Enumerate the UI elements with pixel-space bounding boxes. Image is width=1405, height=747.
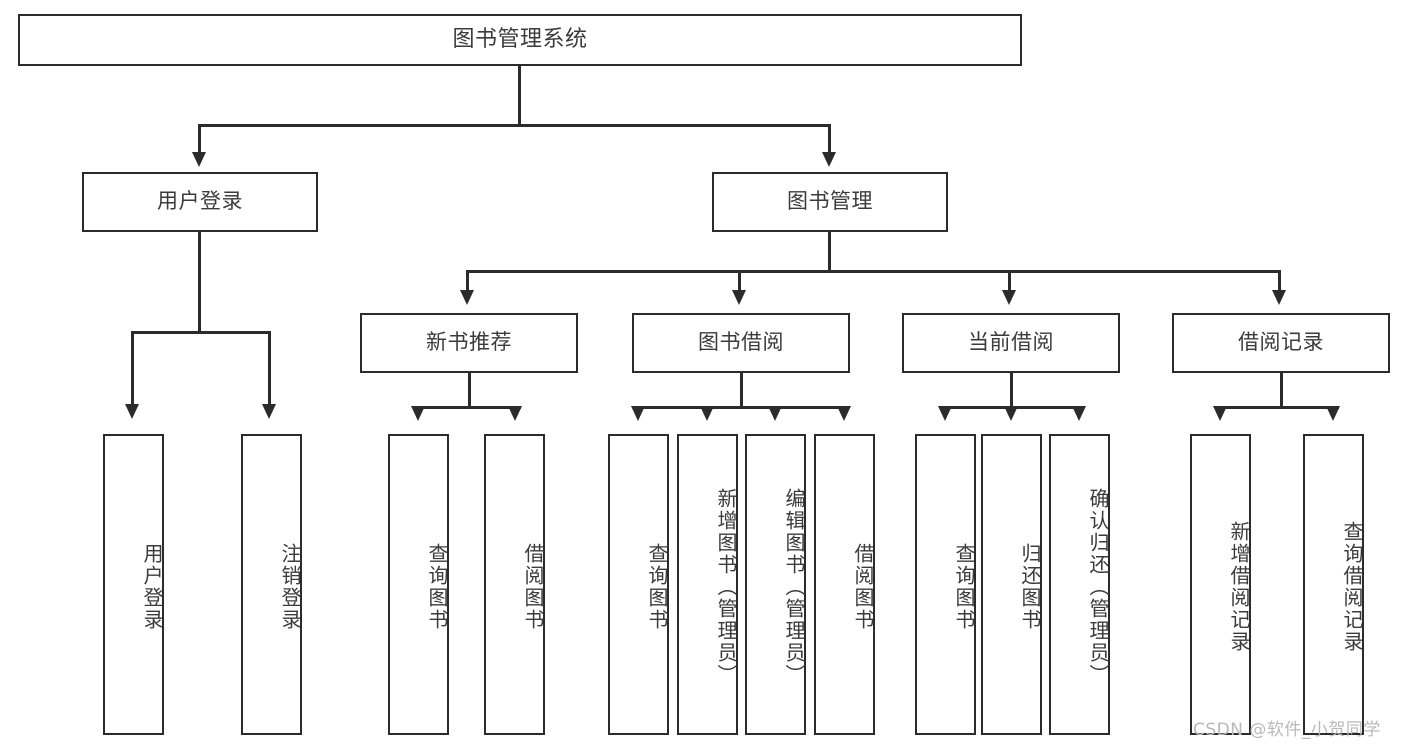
leaf-new-book-borrow[interactable]: 借阅图书 (484, 434, 545, 735)
node-label: 新增借阅记录 (1227, 520, 1251, 653)
node-label: 新书推荐 (426, 330, 512, 355)
node-user-login[interactable]: 用户登录 (82, 172, 318, 232)
leaf-record-query[interactable]: 查询借阅记录 (1303, 434, 1364, 735)
arrow-book-manage-to-borrow-record (1272, 290, 1286, 305)
arrow-book-manage-to-book-borrow (732, 290, 746, 305)
arrow-book-borrow-to-leaf-2 (700, 406, 714, 421)
arrow-current-borrow-to-leaf-3 (1072, 406, 1086, 421)
node-label: 用户登录 (157, 189, 243, 214)
connector-new-book-bar (417, 406, 521, 409)
node-label: 图书借阅 (698, 330, 784, 355)
node-label: 查询图书 (952, 542, 976, 631)
arrow-book-borrow-to-leaf-1 (631, 406, 645, 421)
node-label: 借阅记录 (1238, 330, 1324, 355)
leaf-user-logout[interactable]: 注销登录 (241, 434, 302, 735)
arrow-user-login-to-leaf-2 (262, 404, 276, 419)
arrow-book-borrow-to-leaf-4 (837, 406, 851, 421)
arrow-current-borrow-to-leaf-2 (1004, 406, 1018, 421)
connector-book-manage-to-book-borrow (738, 270, 741, 292)
leaf-borrow-add-book[interactable]: 新增图书（管理员） (677, 434, 738, 735)
arrow-book-manage-to-current-borrow (1002, 290, 1016, 305)
node-borrow-record[interactable]: 借阅记录 (1172, 313, 1390, 373)
arrow-new-book-to-leaf-1 (411, 406, 425, 421)
connector-book-borrow-bar (637, 406, 844, 409)
leaf-borrow-edit-book[interactable]: 编辑图书（管理员） (745, 434, 806, 735)
node-label: 归还图书 (1018, 542, 1042, 631)
connector-book-borrow-stem (740, 373, 743, 408)
arrow-root-to-book-manage (822, 152, 836, 167)
arrow-root-to-user-login (192, 152, 206, 167)
connector-borrow-record-stem (1280, 373, 1283, 408)
connector-root-to-book-manage (828, 124, 831, 154)
node-label: 图书管理 (787, 189, 873, 214)
connector-book-manage-bar (466, 270, 1280, 273)
node-label: 借阅图书 (851, 542, 875, 631)
connector-user-login-bar (131, 331, 270, 334)
connector-book-manage-to-new-book (466, 270, 469, 292)
leaf-borrow-borrow-book[interactable]: 借阅图书 (814, 434, 875, 735)
leaf-current-confirm-return[interactable]: 确认归还（管理员） (1049, 434, 1110, 735)
connector-user-login-to-leaf-1 (131, 331, 134, 406)
node-label: 注销登录 (278, 542, 302, 631)
arrow-book-borrow-to-leaf-3 (768, 406, 782, 421)
leaf-current-return-book[interactable]: 归还图书 (981, 434, 1042, 735)
node-root-system[interactable]: 图书管理系统 (18, 14, 1022, 66)
node-label: 查询图书 (425, 542, 449, 631)
connector-new-book-stem (468, 373, 471, 408)
arrow-borrow-record-to-leaf-1 (1213, 406, 1227, 421)
node-book-manage[interactable]: 图书管理 (712, 172, 948, 232)
connector-current-borrow-stem (1010, 373, 1013, 408)
leaf-record-add[interactable]: 新增借阅记录 (1190, 434, 1251, 735)
connector-book-manage-to-current-borrow (1008, 270, 1011, 292)
node-label: 编辑图书（管理员） (782, 487, 806, 686)
leaf-user-login[interactable]: 用户登录 (103, 434, 164, 735)
connector-borrow-record-bar (1219, 406, 1339, 409)
node-label: 查询图书 (645, 542, 669, 631)
leaf-borrow-query-book[interactable]: 查询图书 (608, 434, 669, 735)
arrow-user-login-to-leaf-1 (125, 404, 139, 419)
csdn-watermark: CSDN @软件_小贺同学 (1193, 715, 1381, 740)
connector-root-to-user-login (198, 124, 201, 154)
node-label: 用户登录 (140, 542, 164, 631)
connector-user-login-to-leaf-2 (268, 331, 271, 406)
leaf-current-query-book[interactable]: 查询图书 (915, 434, 976, 735)
node-label: 图书管理系统 (452, 26, 588, 52)
connector-root-bar (198, 124, 830, 127)
node-new-book-recommend[interactable]: 新书推荐 (360, 313, 578, 373)
connector-book-manage-to-borrow-record (1278, 270, 1281, 292)
node-book-borrow[interactable]: 图书借阅 (632, 313, 850, 373)
node-label: 确认归还（管理员） (1086, 487, 1110, 686)
node-label: 新增图书（管理员） (714, 487, 738, 686)
node-label: 当前借阅 (968, 330, 1054, 355)
arrow-current-borrow-to-leaf-1 (938, 406, 952, 421)
node-label: 借阅图书 (521, 542, 545, 631)
connector-root-stem (518, 66, 521, 125)
node-current-borrow[interactable]: 当前借阅 (902, 313, 1120, 373)
watermark-text: CSDN @软件_小贺同学 (1193, 720, 1381, 740)
connector-book-manage-stem (828, 232, 831, 272)
arrow-book-manage-to-new-book (460, 290, 474, 305)
node-label: 查询借阅记录 (1340, 520, 1364, 653)
connector-user-login-stem (198, 232, 201, 333)
leaf-new-book-query[interactable]: 查询图书 (388, 434, 449, 735)
arrow-new-book-to-leaf-2 (508, 406, 522, 421)
arrow-borrow-record-to-leaf-2 (1326, 406, 1340, 421)
